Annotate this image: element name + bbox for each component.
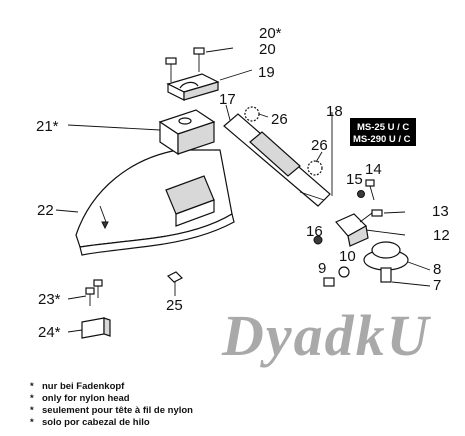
washer-part-10 bbox=[338, 266, 350, 278]
washer-part-15 bbox=[357, 190, 365, 198]
callout-21-star: 21* bbox=[36, 118, 59, 135]
callout-12: 12 bbox=[433, 227, 450, 244]
guard-part-22 bbox=[75, 149, 235, 256]
screw-part-20 bbox=[165, 47, 205, 82]
callout-16: 16 bbox=[306, 223, 323, 240]
callout-13: 13 bbox=[432, 203, 449, 220]
callout-22: 22 bbox=[37, 202, 54, 219]
callout-8: 8 bbox=[433, 261, 441, 278]
callout-7: 7 bbox=[433, 277, 441, 294]
callout-17: 17 bbox=[219, 91, 236, 108]
screw-part-23 bbox=[85, 279, 103, 306]
hub-part-8 bbox=[363, 241, 409, 283]
callout-25: 25 bbox=[166, 297, 183, 314]
clamp-part-21 bbox=[158, 109, 216, 156]
bolt-part-13 bbox=[359, 209, 383, 223]
callout-20-star: 20* bbox=[259, 25, 282, 42]
watermark-text: DyadkU bbox=[221, 303, 432, 368]
callout-20: 20 bbox=[259, 41, 276, 58]
nut-part-25 bbox=[166, 271, 184, 283]
clamp-part-19 bbox=[166, 73, 220, 101]
footnote-fr: *seulement pour tête à fil de nylon bbox=[30, 405, 193, 416]
bolt-part-9 bbox=[323, 277, 335, 287]
footnote-es: *solo por cabezal de hilo bbox=[30, 417, 150, 428]
model-label-ms25: MS-25 U / C bbox=[357, 122, 409, 133]
callout-9: 9 bbox=[318, 260, 326, 277]
bracket-part-24 bbox=[81, 317, 111, 339]
callout-10: 10 bbox=[339, 248, 356, 265]
callout-24-star: 24* bbox=[38, 324, 61, 341]
callout-14: 14 bbox=[365, 161, 382, 178]
callout-26-upper: 26 bbox=[271, 111, 288, 128]
callout-26-lower: 26 bbox=[311, 137, 328, 154]
nut-part-16 bbox=[313, 235, 323, 245]
bolt-part-14 bbox=[365, 179, 375, 201]
callout-18: 18 bbox=[326, 103, 343, 120]
model-label-ms290: MS-290 U / C bbox=[353, 134, 411, 145]
footnote-de: *nur bei Fadenkopf bbox=[30, 381, 125, 392]
leader-lines bbox=[55, 47, 431, 333]
footnote-en: *only for nylon head bbox=[30, 393, 130, 404]
callout-15: 15 bbox=[346, 171, 363, 188]
shaft-part-18 bbox=[223, 113, 331, 207]
model-label-box: MS-25 U / C MS-290 U / C bbox=[350, 118, 416, 146]
gearbox-part-12 bbox=[335, 213, 369, 247]
callout-23-star: 23* bbox=[38, 291, 61, 308]
callout-19: 19 bbox=[258, 64, 275, 81]
